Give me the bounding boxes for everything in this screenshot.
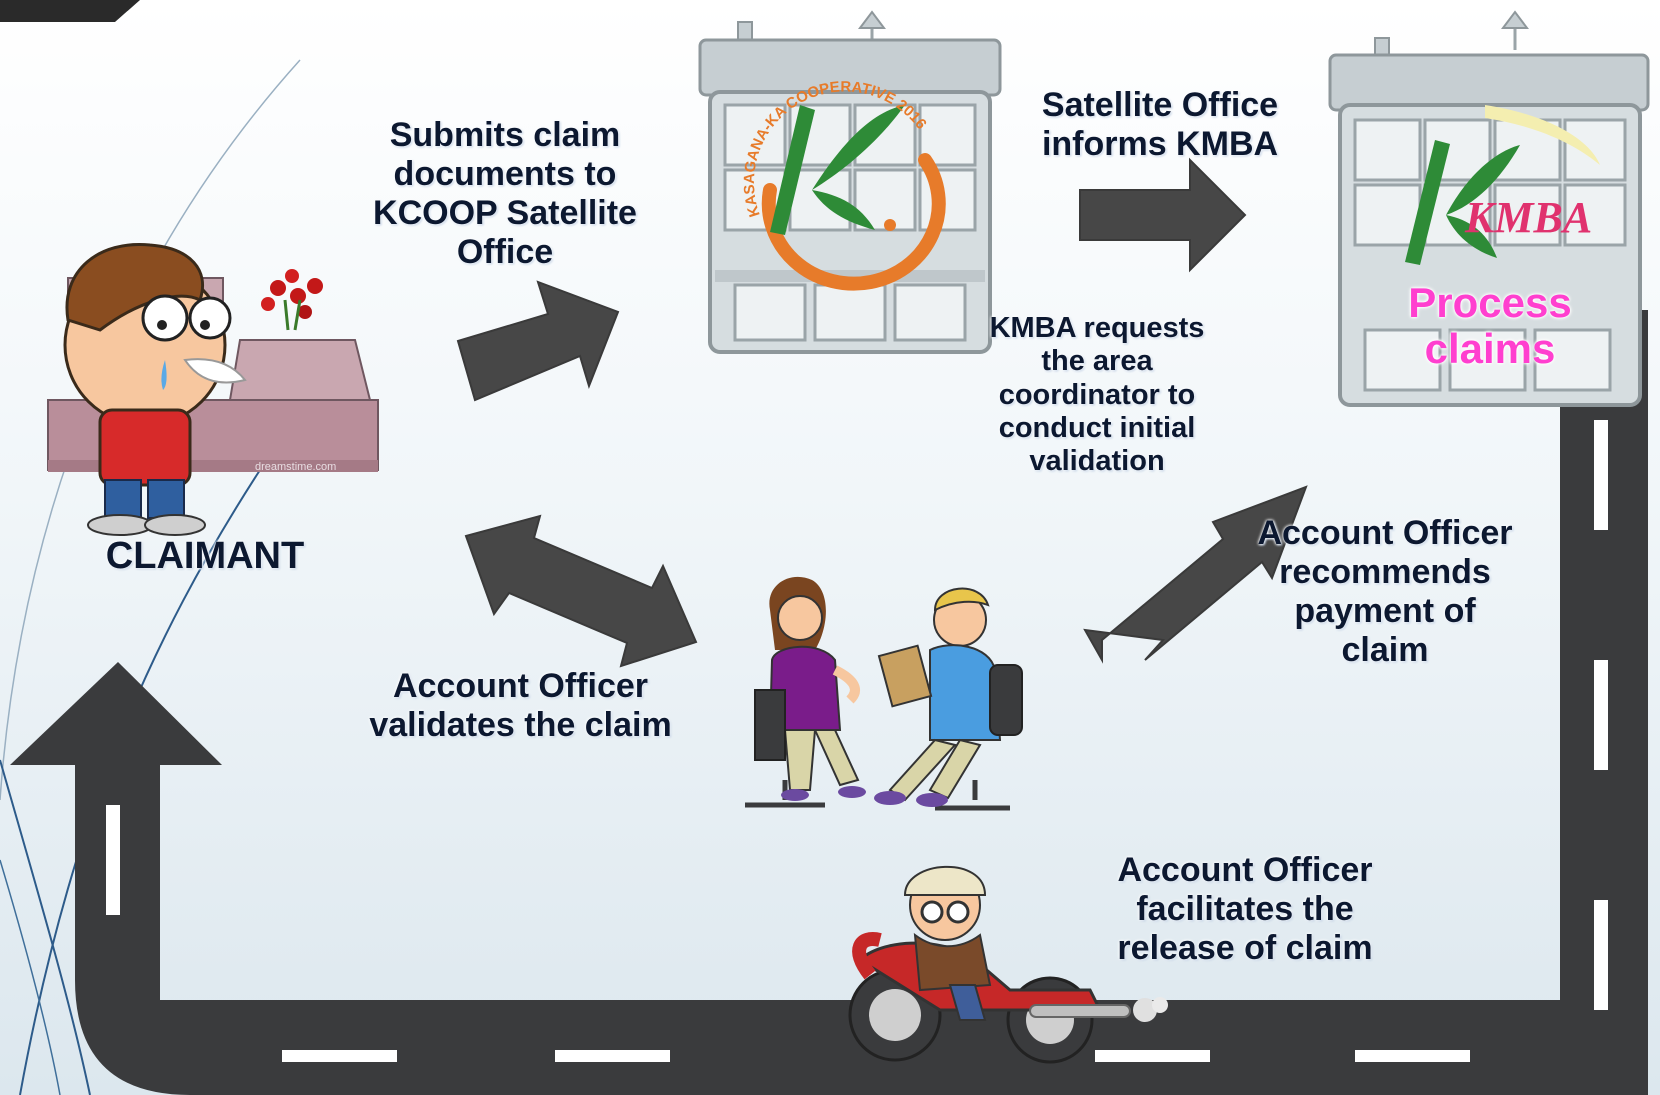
label-officer-recommends: Account Officer recommends payment of cl…	[1257, 514, 1513, 670]
label-satellite-informs: Satellite Office informs KMBA	[1041, 86, 1279, 164]
lane-dash	[1594, 660, 1608, 770]
arrow-satellite-to-kmba	[1079, 157, 1247, 273]
lane-dash	[106, 805, 120, 915]
lane-dash	[1355, 1050, 1470, 1062]
lane-dash	[1095, 1050, 1210, 1062]
label-officer-facilitates: Account Officer facilitates the release …	[1117, 851, 1373, 968]
swoosh-line	[0, 759, 91, 1095]
flowers-icon	[261, 269, 323, 331]
lane-dash	[555, 1050, 670, 1062]
crying-boy-icon	[63, 242, 247, 536]
arrow-recommend-request	[1083, 485, 1308, 664]
label-submits-claim: Submits claim documents to KCOOP Satelli…	[373, 116, 637, 272]
arrow-claimant-officer	[464, 514, 698, 668]
swoosh-line	[0, 859, 61, 1095]
kmba-logo-text: KMBA	[1464, 193, 1592, 242]
label-process-claims: Process claims	[1408, 279, 1572, 373]
chair-icon	[989, 664, 1023, 736]
chair-icon	[754, 689, 786, 761]
road-arrow-head	[10, 662, 222, 765]
lane-dash	[1594, 900, 1608, 1010]
clipboard-icon	[877, 644, 933, 708]
lane-dash	[282, 1050, 397, 1062]
lane-dash	[1594, 420, 1608, 530]
corner-tab	[0, 0, 140, 22]
man-officer-icon	[874, 587, 1023, 811]
label-claimant: CLAIMANT	[105, 535, 305, 577]
arrow-submit-to-satellite	[456, 280, 620, 402]
label-officer-validates: Account Officer validates the claim	[369, 667, 672, 745]
label-kmba-requests: KMBA requests the area coordinator to co…	[989, 312, 1205, 478]
woman-officer-icon	[745, 576, 866, 808]
exhaust-pipe	[1029, 1004, 1131, 1018]
rider-icon	[903, 865, 992, 1021]
watermark-text: dreamstime.com	[255, 461, 336, 473]
